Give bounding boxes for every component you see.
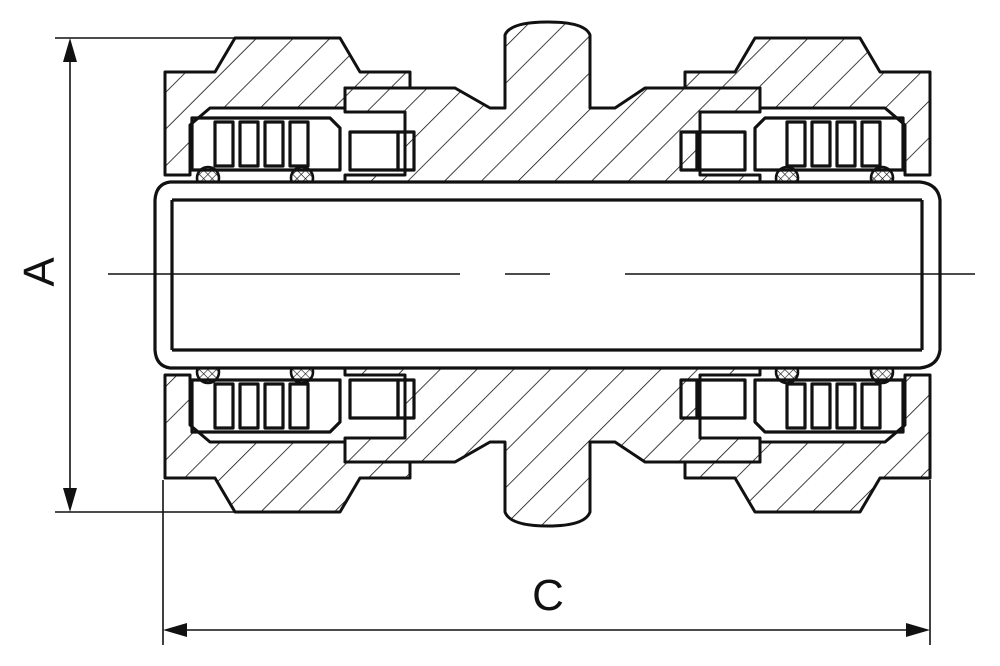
arrowhead [63,488,77,512]
pipe-bore [153,180,942,370]
dimension-a: A [15,37,235,513]
arrowhead [906,623,930,637]
dimension-c-label: C [532,571,564,620]
left-union-nut [163,36,412,514]
right-union-nut [683,36,932,514]
dimension-c: C [162,480,931,645]
dimension-a-label: A [15,257,64,287]
arrowhead [163,623,187,637]
arrowhead [63,38,77,62]
